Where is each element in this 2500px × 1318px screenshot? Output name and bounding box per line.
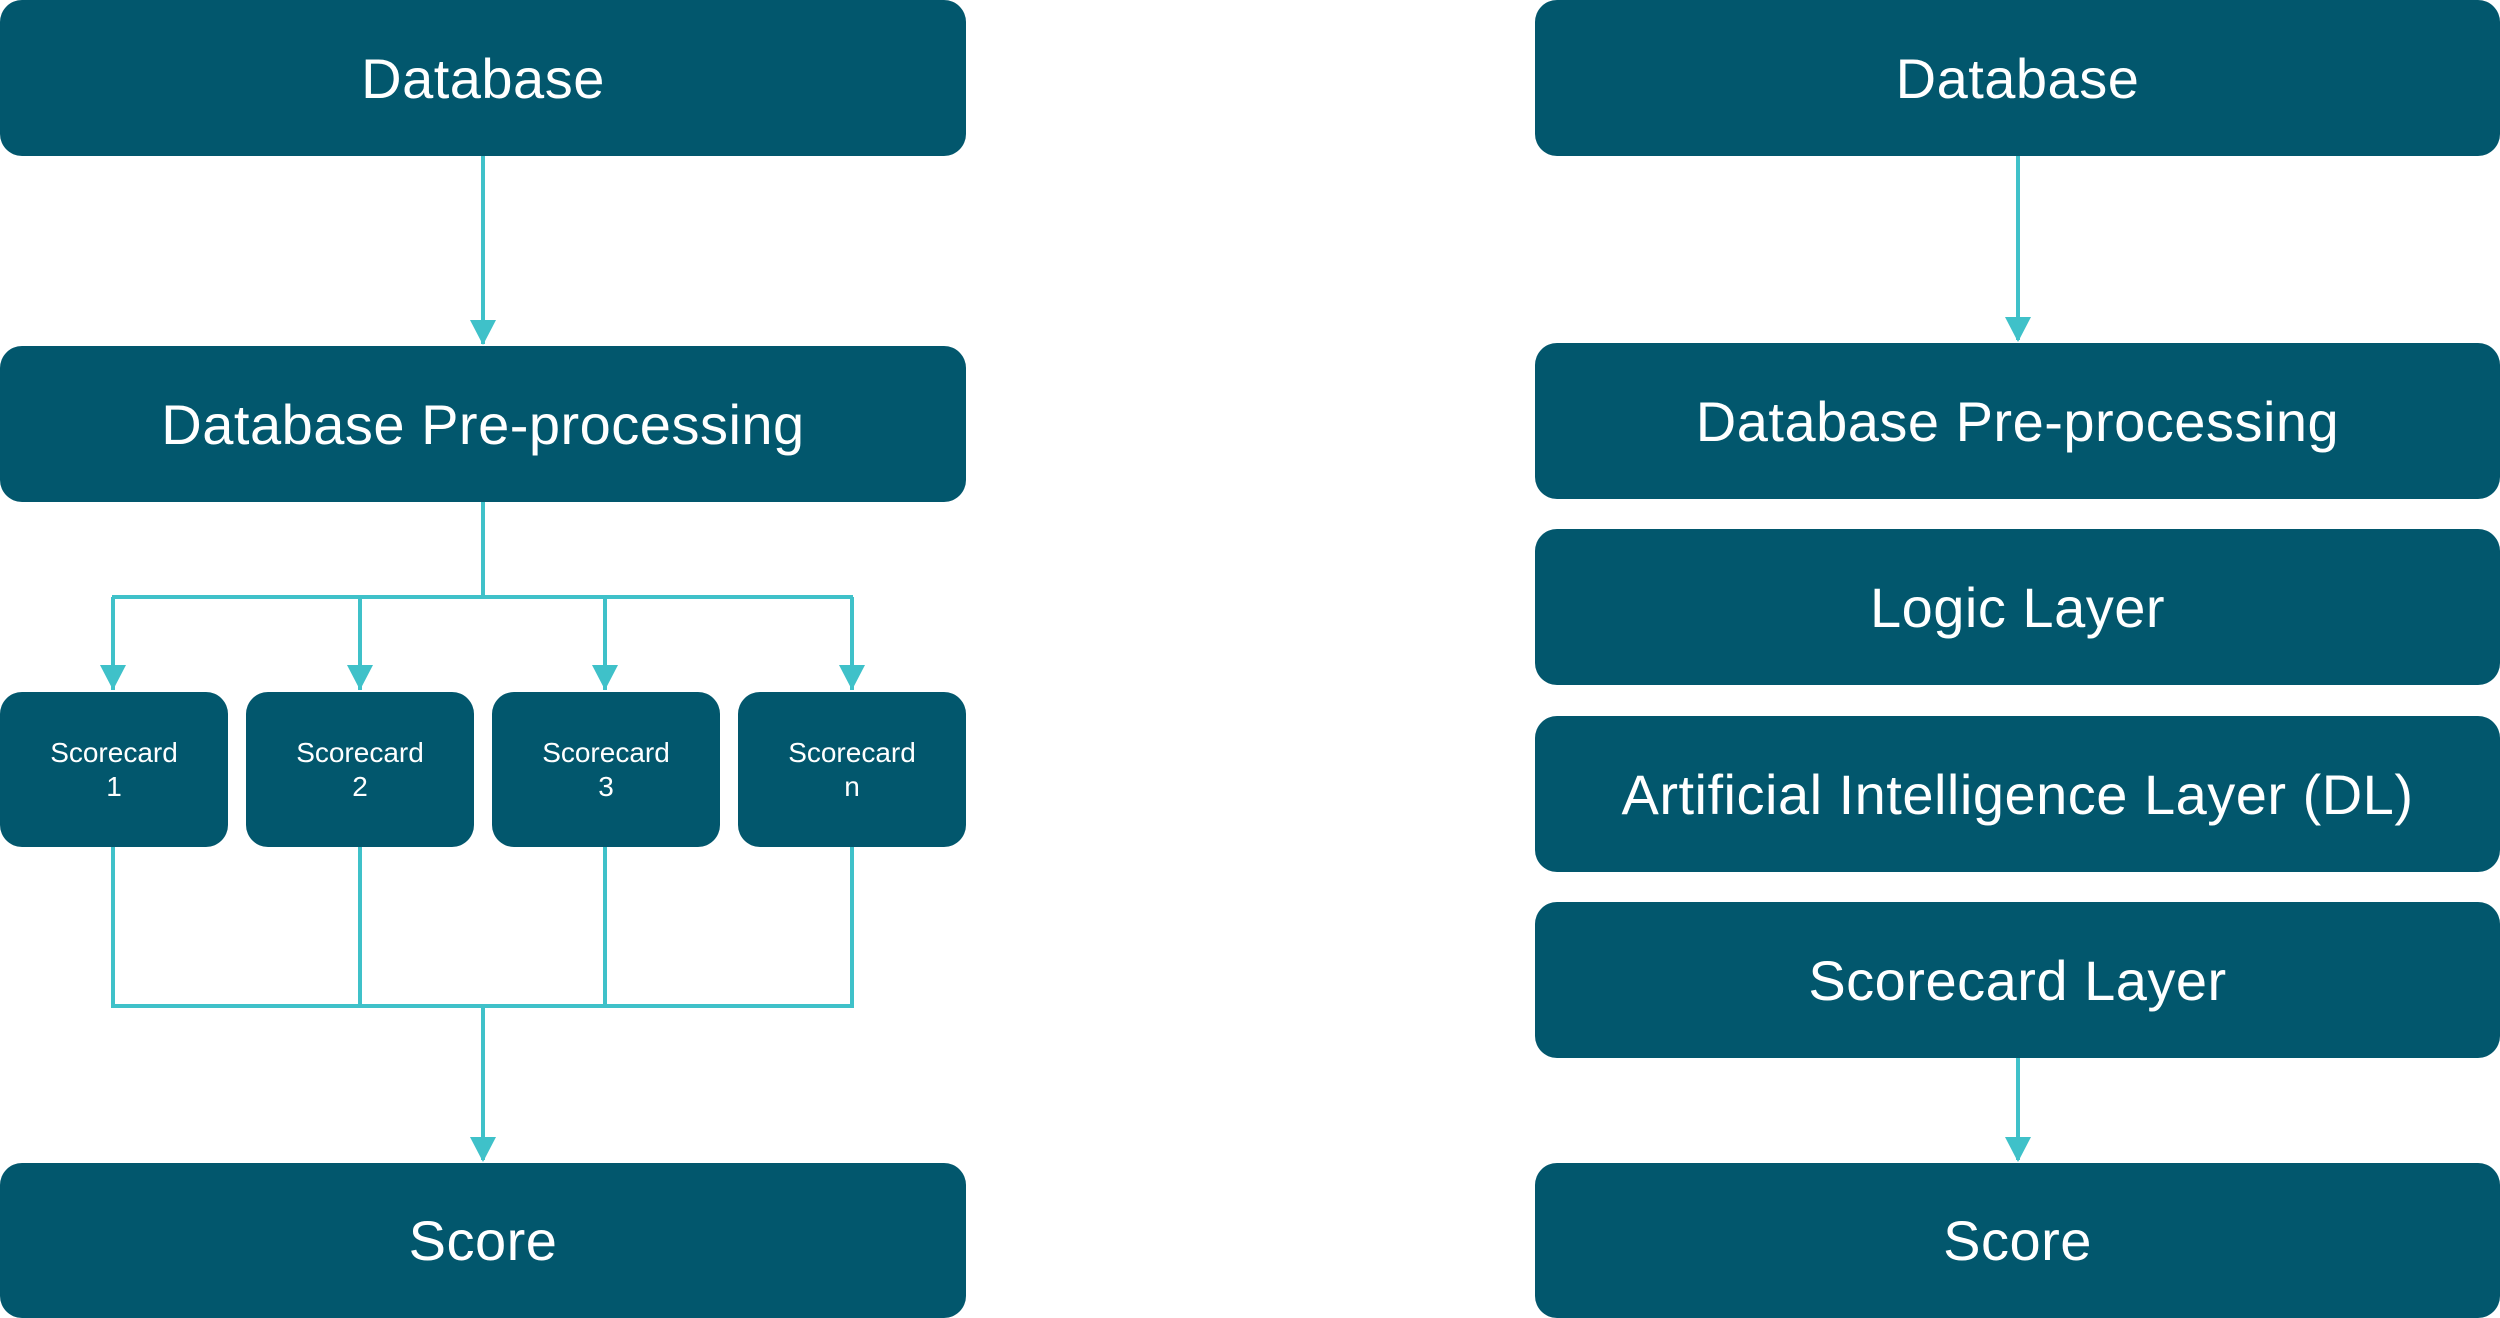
arrowhead bbox=[100, 665, 126, 690]
right-database-label: Database bbox=[1895, 46, 2140, 110]
scorecard-3-index: 3 bbox=[598, 770, 614, 802]
arrowhead bbox=[839, 665, 865, 690]
scorecard-1-box: Scorecard 1 bbox=[0, 692, 228, 847]
scorecard-3-name: Scorecard bbox=[542, 736, 670, 768]
scorecard-2-box: Scorecard 2 bbox=[246, 692, 474, 847]
arrowhead bbox=[470, 1137, 496, 1162]
left-database-label: Database bbox=[361, 46, 605, 110]
arrowhead bbox=[2005, 317, 2031, 342]
scorecard-n-box: Scorecard n bbox=[738, 692, 966, 847]
right-database-box: Database bbox=[1535, 0, 2500, 156]
left-database-box: Database bbox=[0, 0, 966, 156]
scorecard-3-box: Scorecard 3 bbox=[492, 692, 720, 847]
scorecard-n-name: Scorecard bbox=[788, 736, 916, 768]
ai-layer-box: Artificial Intelligence Layer (DL) bbox=[1535, 716, 2500, 872]
scorecard-1-name: Scorecard bbox=[50, 736, 178, 768]
left-score-box: Score bbox=[0, 1163, 966, 1318]
arrowhead bbox=[470, 320, 496, 345]
logic-layer-box: Logic Layer bbox=[1535, 529, 2500, 685]
arrowhead bbox=[2005, 1137, 2031, 1162]
scorecard-layer-box: Scorecard Layer bbox=[1535, 902, 2500, 1058]
scorecard-n-index: n bbox=[844, 770, 860, 802]
left-preprocessing-box: Database Pre-processing bbox=[0, 346, 966, 502]
right-score-box: Score bbox=[1535, 1163, 2500, 1318]
left-preprocessing-label: Database Pre-processing bbox=[161, 392, 805, 456]
scorecard-2-name: Scorecard bbox=[296, 736, 424, 768]
arrowhead bbox=[347, 665, 373, 690]
right-score-label: Score bbox=[1943, 1209, 2092, 1272]
scorecard-2-index: 2 bbox=[352, 770, 368, 802]
right-preprocessing-box: Database Pre-processing bbox=[1535, 343, 2500, 499]
logic-layer-label: Logic Layer bbox=[1869, 575, 2165, 639]
right-preprocessing-label: Database Pre-processing bbox=[1695, 389, 2340, 453]
left-score-label: Score bbox=[408, 1209, 558, 1272]
ai-layer-label: Artificial Intelligence Layer (DL) bbox=[1621, 762, 2414, 826]
arrowhead bbox=[592, 665, 618, 690]
scorecard-1-index: 1 bbox=[106, 770, 122, 802]
scorecard-layer-label: Scorecard Layer bbox=[1808, 948, 2227, 1012]
